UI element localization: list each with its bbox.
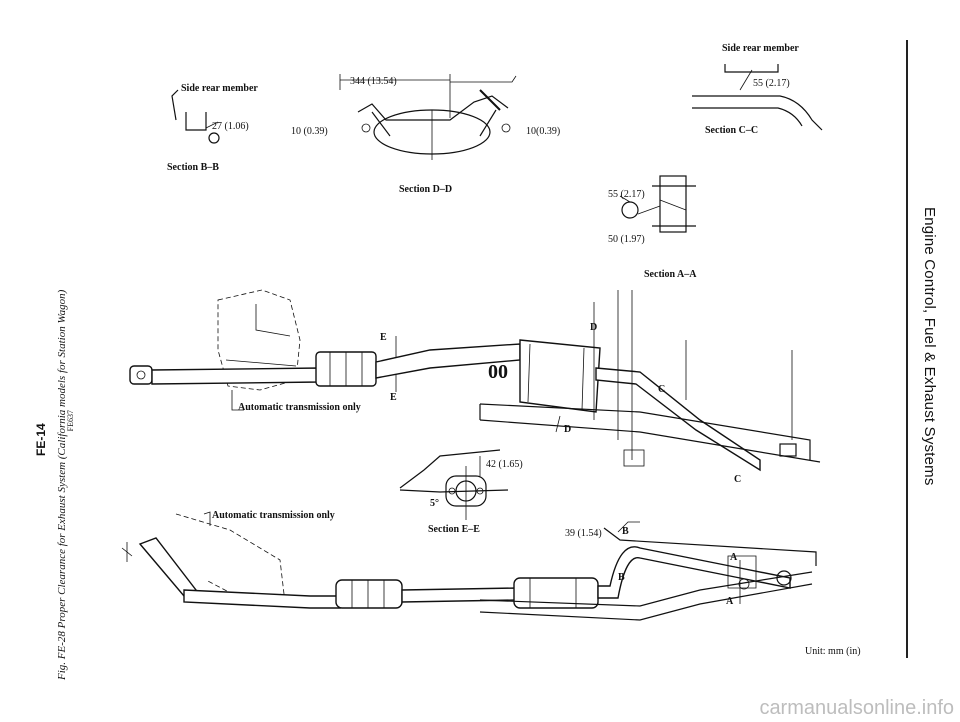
dd-title: Section D–D <box>399 184 452 195</box>
section-ee: 42 (1.65) 5° Section E–E <box>399 449 523 535</box>
lower-assembly: Automatic transmission only 39 (1.54) B <box>121 510 817 621</box>
dd-dimension-right: 10(0.39) <box>526 126 560 137</box>
upper-marker-d-top: D <box>590 322 597 333</box>
cc-dimension: 55 (2.17) <box>753 78 790 89</box>
ee-title: Section E–E <box>428 524 480 535</box>
section-bb: Side rear member 27 (1.06) Section B–B <box>167 83 258 173</box>
upper-marker-c-top: C <box>658 384 665 395</box>
ee-dimension: 42 (1.65) <box>486 459 523 470</box>
upper-transmission-note: Automatic transmission only <box>238 402 361 413</box>
aa-dimension-top: 55 (2.17) <box>608 189 645 200</box>
exhaust-diagram: Side rear member 27 (1.06) Section B–B 3… <box>121 43 823 621</box>
upper-mark-oo: 00 <box>488 361 508 383</box>
section-aa: 55 (2.17) 50 (1.97) Section A–A <box>608 175 697 280</box>
upper-marker-d-bottom: D <box>564 424 571 435</box>
dd-dimension-left: 10 (0.39) <box>291 126 328 137</box>
chapter-title: Engine Control, Fuel & Exhaust Systems <box>921 206 938 486</box>
ee-angle: 5° <box>430 498 439 509</box>
chapter-divider <box>906 40 908 658</box>
bb-dimension: 27 (1.06) <box>212 121 249 132</box>
dd-dimension-top: 344 (13.54) <box>350 76 397 87</box>
lower-transmission-note: Automatic transmission only <box>212 510 335 521</box>
unit-note: Unit: mm (in) <box>805 646 861 657</box>
upper-marker-c-bottom: C <box>734 474 741 485</box>
lower-marker-a-top: A <box>730 552 738 563</box>
lower-marker-b-bottom: B <box>618 572 625 583</box>
watermark-text: carmanualsonline.info <box>759 697 954 719</box>
aa-title: Section A–A <box>644 269 697 280</box>
bb-title: Section B–B <box>167 162 219 173</box>
section-dd: 344 (13.54) 10 (0.39) 10(0.39) Section D… <box>291 74 560 195</box>
cc-title: Section C–C <box>705 125 758 136</box>
section-cc: Side rear member 55 (2.17) Section C–C <box>692 43 823 136</box>
aa-dimension-bottom: 50 (1.97) <box>608 234 645 245</box>
upper-assembly: E E 00 D D C C Aut <box>129 289 821 485</box>
lower-dimension: 39 (1.54) <box>565 528 602 539</box>
upper-marker-e-bottom: E <box>390 392 397 403</box>
lower-marker-a-bottom: A <box>726 596 734 607</box>
bb-member-label: Side rear member <box>181 83 258 94</box>
upper-marker-e-top: E <box>380 332 387 343</box>
cc-member-label: Side rear member <box>722 43 799 54</box>
lower-marker-b-top: B <box>622 526 629 537</box>
